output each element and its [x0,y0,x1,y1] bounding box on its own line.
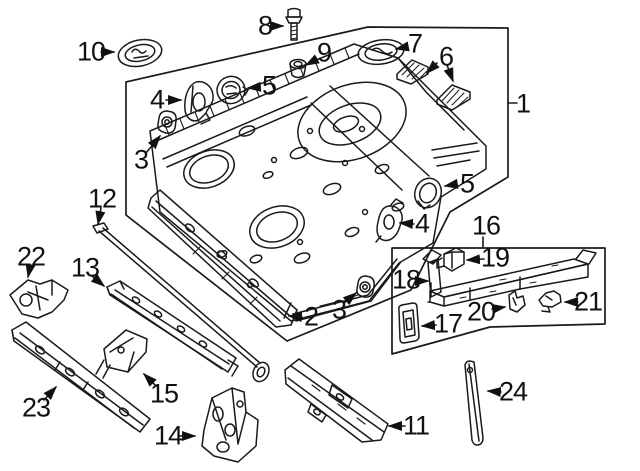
callout-20[interactable]: 20 [466,296,496,327]
callout-5-left[interactable]: 5 [261,70,277,101]
callout-3-left[interactable]: 3 [133,144,149,175]
part-11-rail [284,358,389,443]
callout-22[interactable]: 22 [16,241,46,272]
part-4-bracket-right [375,198,404,243]
part-21-clip [538,290,562,313]
part-17-plate [398,302,420,344]
part-18-bracket [422,249,442,298]
callout-14[interactable]: 14 [153,420,183,451]
callout-4-right[interactable]: 4 [414,208,430,239]
callout-15[interactable]: 15 [149,378,179,409]
part-16-side-rail [427,249,597,307]
callout-7[interactable]: 7 [407,28,423,59]
part-22-bracket [9,279,69,319]
callout-2[interactable]: 2 [303,301,319,332]
floor-pan-part-1 [149,43,487,322]
callout-16[interactable]: 16 [471,210,501,241]
callout-12[interactable]: 12 [87,183,117,214]
part-8-bolt [285,7,303,41]
callout-6[interactable]: 6 [438,41,454,72]
callout-1[interactable]: 1 [515,88,531,119]
part-5-grommet-right [413,177,443,210]
callout-24[interactable]: 24 [498,376,528,407]
part-23-rail [11,321,151,433]
callout-23[interactable]: 23 [21,392,51,423]
callout-8[interactable]: 8 [257,10,273,41]
callout-3-right[interactable]: 3 [331,294,347,325]
callout-18[interactable]: 18 [391,264,421,295]
part-24-strip [464,360,484,446]
callout-21[interactable]: 21 [573,286,603,317]
callout-arrows [25,20,579,442]
part-12-rod [92,222,270,383]
callout-9[interactable]: 9 [316,37,332,68]
part-9-plug [289,58,307,79]
callout-11[interactable]: 11 [402,410,430,441]
callout-19[interactable]: 19 [480,242,510,273]
part-2-crossmember [147,189,298,328]
callout-10[interactable]: 10 [76,36,106,67]
part-20-clip [508,290,526,313]
part-10-cap [117,38,163,68]
part-6-wedges [396,59,471,111]
part-3-grommet-right [356,275,375,298]
part-15-bracket [95,329,148,379]
part-14-bracket [201,387,259,463]
callout-5-right[interactable]: 5 [459,168,475,199]
part-19-bracket [436,247,465,272]
part-5-grommet-left [216,75,249,105]
callout-4-left[interactable]: 4 [149,84,165,115]
group-box-1-fence [125,26,509,342]
callout-17[interactable]: 17 [433,308,463,339]
callout-13[interactable]: 13 [70,252,100,283]
part-4-bracket-left [184,80,214,125]
part-13-rail [106,280,239,377]
group-box-16-fence [391,247,606,355]
part-3-grommet-left [157,110,177,134]
